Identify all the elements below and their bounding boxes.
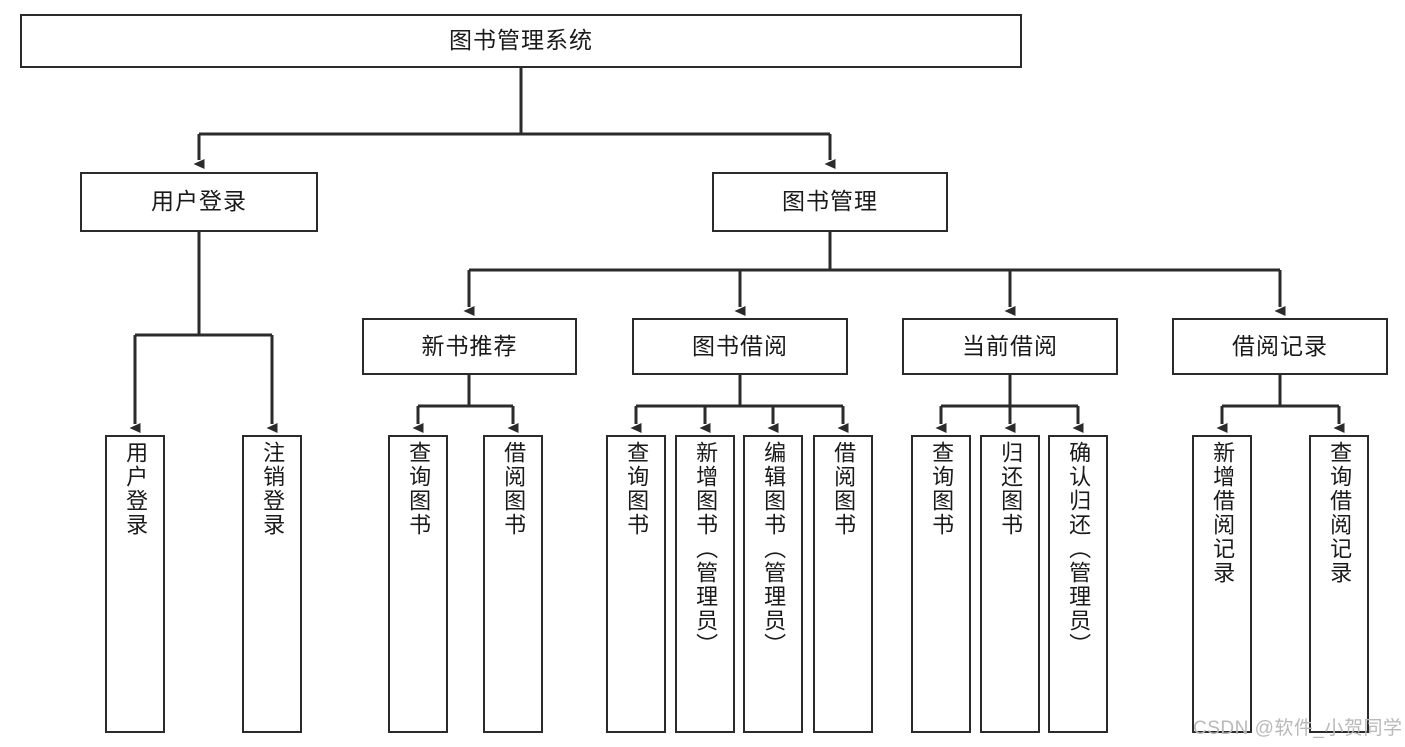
node-label: 图书管理 xyxy=(782,188,878,215)
node-label: 归还图书 xyxy=(998,441,1024,537)
node-book-management[interactable]: 图书管理 xyxy=(712,172,948,232)
node-leaf-query-book-2[interactable]: 查询图书 xyxy=(606,435,666,733)
node-label: 图书管理系统 xyxy=(449,27,593,54)
node-label: 新增借阅记录 xyxy=(1210,441,1236,585)
node-book-borrow[interactable]: 图书借阅 xyxy=(632,318,848,375)
node-current-borrow[interactable]: 当前借阅 xyxy=(902,318,1118,375)
node-leaf-edit-book[interactable]: 编辑图书（管理员） xyxy=(743,435,803,733)
node-borrow-record[interactable]: 借阅记录 xyxy=(1172,318,1388,375)
node-label: 新增图书（管理员） xyxy=(693,441,719,657)
node-label: 新书推荐 xyxy=(421,332,518,359)
node-leaf-add-book[interactable]: 新增图书（管理员） xyxy=(675,435,735,733)
node-label: 借阅图书 xyxy=(831,441,857,537)
node-leaf-confirm-return[interactable]: 确认归还（管理员） xyxy=(1048,435,1108,733)
node-label: 借阅记录 xyxy=(1232,332,1328,359)
node-leaf-user-login[interactable]: 用户登录 xyxy=(105,435,165,733)
node-label: 注销登录 xyxy=(260,441,286,537)
node-label: 查询借阅记录 xyxy=(1327,441,1353,585)
node-leaf-add-record[interactable]: 新增借阅记录 xyxy=(1192,435,1252,733)
node-label: 编辑图书（管理员） xyxy=(761,441,787,657)
node-label: 查询图书 xyxy=(406,441,432,537)
node-leaf-return-book[interactable]: 归还图书 xyxy=(980,435,1040,733)
node-label: 确认归还（管理员） xyxy=(1066,441,1092,657)
csdn-watermark: CSDN @软件_小贺同学 xyxy=(1193,718,1403,739)
node-book-management-system[interactable]: 图书管理系统 xyxy=(20,14,1022,68)
node-leaf-user-logout[interactable]: 注销登录 xyxy=(242,435,302,733)
node-leaf-borrow-book-2[interactable]: 借阅图书 xyxy=(813,435,873,733)
node-leaf-query-book-3[interactable]: 查询图书 xyxy=(911,435,971,733)
node-label: 用户登录 xyxy=(123,441,149,537)
node-label: 当前借阅 xyxy=(962,332,1058,359)
node-new-book-recommend[interactable]: 新书推荐 xyxy=(362,318,577,375)
node-label: 查询图书 xyxy=(624,441,650,537)
node-label: 借阅图书 xyxy=(501,441,527,537)
node-leaf-query-book-1[interactable]: 查询图书 xyxy=(388,435,448,733)
node-user-login[interactable]: 用户登录 xyxy=(80,172,318,232)
node-label: 查询图书 xyxy=(929,441,955,537)
node-leaf-borrow-book-1[interactable]: 借阅图书 xyxy=(483,435,543,733)
node-leaf-query-record[interactable]: 查询借阅记录 xyxy=(1309,435,1369,733)
node-label: 用户登录 xyxy=(151,188,247,215)
node-label: 图书借阅 xyxy=(692,332,788,359)
